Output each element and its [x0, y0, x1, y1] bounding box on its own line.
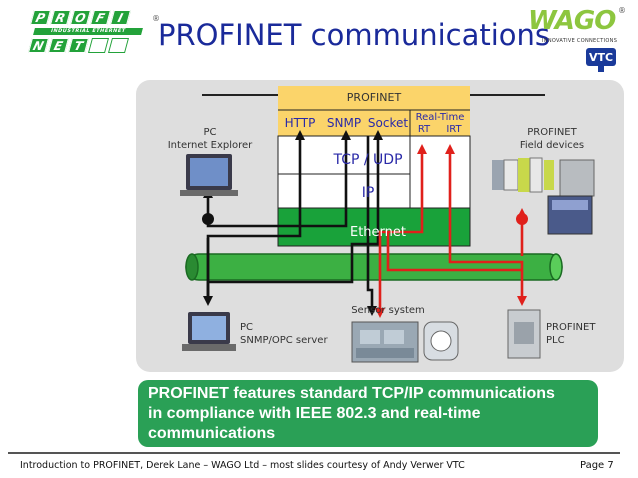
pc-ie-computer	[180, 154, 238, 196]
summary-line: communications	[148, 425, 276, 442]
profinet-header-box	[278, 86, 470, 110]
vtc-logo: VTC	[586, 48, 616, 66]
pc-ie-label-1: PC	[203, 127, 216, 138]
page-number: Page 7	[580, 460, 614, 471]
summary-line: PROFINET features standard TCP/IP commun…	[148, 385, 555, 402]
logo-registered: ®	[152, 14, 160, 23]
snmp-label: SNMP	[327, 116, 361, 130]
rt-label: RT	[418, 124, 431, 135]
vtc-logo-stand	[598, 66, 604, 72]
wago-logo: WAGO	[528, 6, 616, 36]
field-node-dot	[516, 213, 528, 225]
sensor-system-icon	[351, 321, 459, 363]
sensor-label: Sensor system	[351, 305, 425, 316]
cable-end-left	[185, 253, 199, 281]
plc-label-2: PLC	[546, 335, 565, 346]
profinet-logo: P R O F I INDUSTRIAL ETHERNET N E T ®	[27, 8, 160, 56]
field-label-1: PROFINET	[527, 127, 577, 138]
realtime-box	[410, 110, 470, 136]
summary-line: in compliance with IEEE 802.3 and real-t…	[148, 405, 481, 422]
pc-snmp-computer	[182, 312, 236, 351]
pc-ie-node-dot	[202, 213, 214, 225]
ethernet-cable	[185, 253, 563, 281]
field-devices-icon	[492, 157, 595, 235]
stack-profinet-label: PROFINET	[347, 91, 402, 104]
cable-end-right	[549, 253, 563, 281]
footer-divider	[8, 452, 620, 454]
ip-label: IP	[362, 185, 375, 201]
realtime-stack-box	[409, 135, 471, 209]
footer-text: Introduction to PROFINET, Derek Lane – W…	[20, 460, 465, 471]
ip-box	[277, 173, 411, 209]
field-label-2: Field devices	[520, 140, 584, 151]
tcp-udp-label: TCP / UDP	[332, 152, 402, 168]
plc-icon	[507, 309, 541, 359]
plc-label-1: PROFINET	[546, 322, 596, 333]
summary-callout: PROFINET features standard TCP/IP commun…	[138, 380, 598, 447]
wago-registered: ®	[618, 6, 626, 15]
page-title: PROFINET communications	[158, 18, 551, 52]
pc-snmp-label-1: PC	[240, 322, 253, 333]
http-label: HTTP	[285, 116, 316, 130]
ethernet-label: Ethernet	[350, 225, 406, 240]
wago-tagline: INNOVATIVE CONNECTIONS	[542, 38, 618, 44]
pc-snmp-label-2: SNMP/OPC server	[240, 335, 328, 346]
pc-ie-label-2: Internet Explorer	[168, 140, 253, 151]
realtime-label: Real-Time	[416, 112, 465, 123]
irt-label: IRT	[446, 124, 462, 135]
socket-label: Socket	[368, 116, 408, 130]
